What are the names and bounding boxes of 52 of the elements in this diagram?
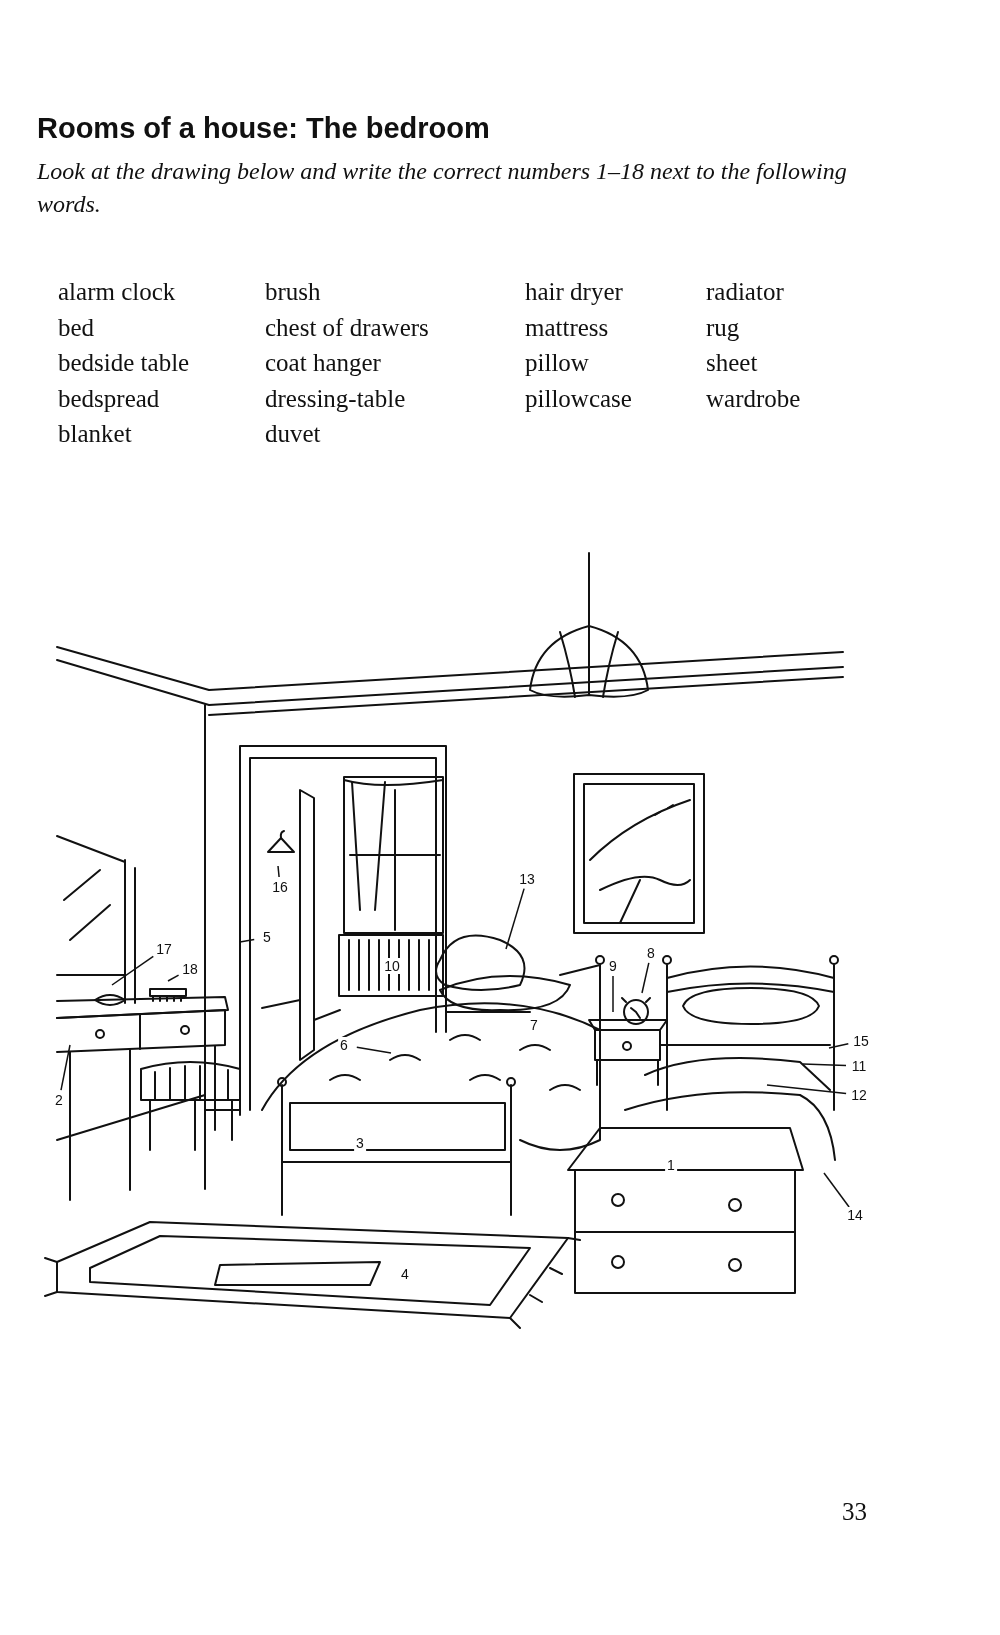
- word-list-item: bedspread: [58, 384, 160, 413]
- callout-number: 6: [338, 1037, 350, 1053]
- callout-number: 17: [154, 941, 174, 957]
- word-list-item: pillow: [525, 349, 589, 377]
- word-list-item: radiator: [706, 278, 784, 306]
- leader-line: [60, 1044, 71, 1091]
- word-list-item: bed: [58, 313, 95, 342]
- leader-line: [277, 865, 280, 878]
- callout-number: 5: [261, 929, 273, 945]
- heading: Rooms of a house: The bedroom: [37, 112, 490, 145]
- word-list-item: chest of drawers: [265, 313, 429, 342]
- word-list-item: coat hanger: [265, 349, 381, 377]
- callout-number: 13: [517, 871, 537, 887]
- word-list-item: rug: [706, 313, 740, 342]
- word-list-item: sheet: [706, 349, 758, 377]
- callout-number: 11: [849, 1058, 869, 1074]
- leader-line: [167, 974, 180, 982]
- word-list-item: wardrobe: [706, 384, 801, 413]
- word-list-item: bedside table: [58, 349, 190, 377]
- word-list-item: pillowcase: [525, 384, 632, 413]
- word-list-item: dressing-table: [265, 384, 406, 413]
- callout-number: 10: [382, 958, 402, 974]
- leader-line: [641, 962, 650, 994]
- word-list-item: mattress: [525, 313, 609, 342]
- leader-line: [823, 1172, 850, 1208]
- leader-line: [505, 887, 525, 950]
- leader-line: [111, 955, 155, 986]
- word-list-item: duvet: [265, 420, 321, 448]
- leader-line: [612, 975, 614, 1013]
- callout-number: 9: [607, 958, 619, 974]
- callout-number: 7: [528, 1017, 540, 1033]
- callout-number: 18: [180, 961, 200, 977]
- callout-number: 12: [849, 1087, 869, 1103]
- instruction-text: Look at the drawing below and write the correct numbers 1–18 next to the following words.: [37, 157, 848, 219]
- callout-number: 14: [845, 1207, 865, 1223]
- callout-number: 2: [53, 1092, 65, 1108]
- callout-number: 1: [665, 1157, 677, 1173]
- callout-number: 15: [851, 1033, 871, 1049]
- leader-line: [239, 938, 255, 943]
- callout-number: 3: [354, 1135, 366, 1151]
- word-list-item: hair dryer: [525, 278, 623, 306]
- leader-line: [356, 1046, 392, 1054]
- word-list-item: brush: [265, 278, 321, 306]
- word-list-item: alarm clock: [58, 278, 176, 306]
- leader-line: [828, 1043, 850, 1049]
- word-list-item: blanket: [58, 420, 132, 448]
- callout-number: 16: [270, 879, 290, 895]
- leader-line: [802, 1063, 847, 1067]
- callout-number: 4: [399, 1266, 411, 1282]
- leader-line: [766, 1084, 847, 1095]
- callout-number: 8: [645, 945, 657, 961]
- page-number: 33: [842, 1498, 867, 1526]
